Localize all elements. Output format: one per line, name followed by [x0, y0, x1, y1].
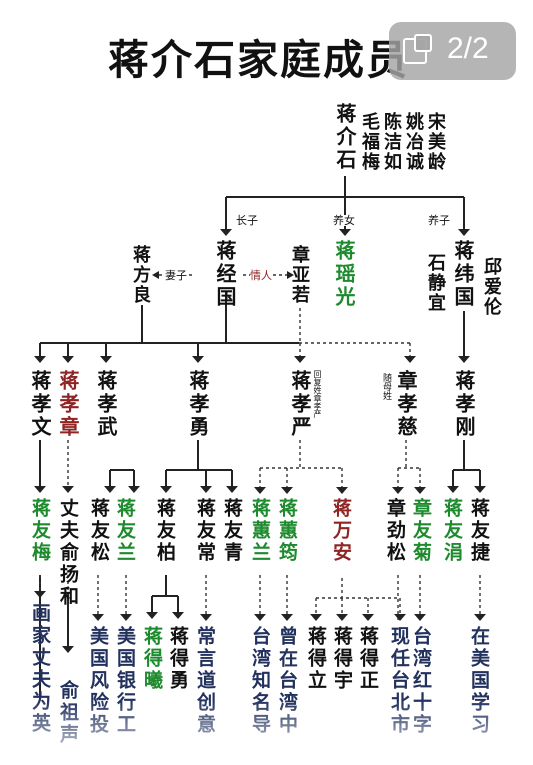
node-jiang-huilan: 蒋蕙兰	[249, 498, 271, 564]
node-jiang-youqing: 蒋友青	[221, 498, 243, 564]
node-jiang-huijun: 蒋蕙筠	[276, 498, 298, 564]
node-jiang-youjie: 蒋友捷	[468, 498, 490, 564]
node-jiang-dexi: 蒋得曦	[141, 626, 163, 692]
label-eldest-son: 长子	[236, 214, 258, 227]
node-jiang-xiaowu: 蒋孝武	[94, 370, 118, 439]
node-jiang-xiaowen: 蒋孝文	[28, 370, 52, 439]
node-jiang-xiaogang: 蒋孝刚	[452, 370, 476, 439]
label-adopted-daughter: 养女	[333, 214, 355, 227]
node-shi-jingyi: 石静宜	[425, 253, 446, 313]
node-qiu-ailun: 邱爱伦	[481, 257, 502, 317]
node-jiang-yousong: 蒋友松	[88, 498, 110, 564]
copy-icon	[403, 34, 432, 64]
node-zhang-jinsong: 章劲松	[384, 498, 406, 564]
node-jiang-youmei: 蒋友梅	[29, 498, 51, 564]
node-jiang-deyong: 蒋得勇	[167, 626, 189, 692]
node-jiang-deli: 蒋得立	[305, 626, 327, 692]
spouse-song-meiling: 宋美龄	[425, 112, 446, 172]
node-jiang-youchang: 蒋友常	[194, 498, 216, 564]
page-indicator: 2/2	[447, 32, 489, 65]
node-jiang-yaoguang: 蒋瑶光	[332, 240, 356, 309]
node-zhang-youju: 章友菊	[410, 498, 432, 564]
node-jiang-youjuan: 蒋友涓	[441, 498, 463, 564]
note-xiaoyan: 回复姓章孝严	[313, 370, 322, 418]
label-wife: 妻子	[165, 269, 187, 282]
label-lover: 情人	[250, 269, 272, 282]
node-jiang-dezheng: 蒋得正	[357, 626, 379, 692]
spouse-yao-yecheng: 姚冶诚	[403, 112, 424, 172]
node-zhang-xiaoci: 章孝慈	[394, 370, 418, 439]
label-adopted-son: 养子	[428, 214, 450, 227]
node-jiang-jieshi: 蒋介石	[333, 103, 357, 172]
page-indicator-badge[interactable]: 2/2	[389, 22, 516, 80]
node-zhang-yaruo: 章亚若	[289, 245, 310, 305]
node-jiang-youbai: 蒋友柏	[154, 498, 176, 564]
node-jiang-xiaoyan: 蒋孝严	[288, 370, 312, 439]
node-jiang-xiaoyong: 蒋孝勇	[186, 370, 210, 439]
node-jiang-youlan: 蒋友兰	[114, 498, 136, 564]
page-title: 蒋介石家庭成员	[108, 36, 409, 84]
node-yu-yanghe: 丈夫俞扬和	[57, 498, 79, 608]
node-jiang-deyu: 蒋得宇	[331, 626, 353, 692]
node-jiang-weiguo: 蒋纬国	[451, 240, 475, 309]
node-jiang-fangliang: 蒋方良	[130, 245, 151, 305]
note-xiaoci: 随母姓	[381, 373, 391, 400]
node-jiang-xiaozhang: 蒋孝章	[56, 370, 80, 439]
bottom-fade-overlay	[0, 700, 533, 765]
node-jiang-wanan: 蒋万安	[330, 498, 352, 564]
spouse-mao-fumei: 毛福梅	[359, 112, 380, 172]
node-jiang-jingguo: 蒋经国	[213, 240, 237, 309]
spouse-chen-jieru: 陈洁如	[381, 112, 402, 172]
